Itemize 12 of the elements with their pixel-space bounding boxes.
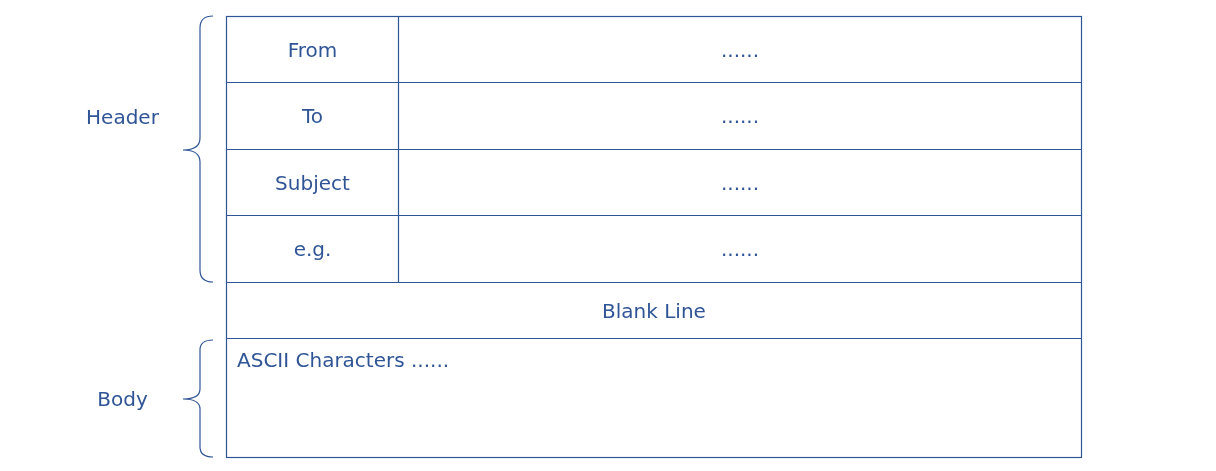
field-value: ......	[720, 104, 760, 128]
field-name: From	[287, 37, 338, 62]
section-label: Body	[97, 387, 148, 411]
blank-line-label: Blank Line	[602, 298, 706, 323]
field-value: ......	[720, 237, 760, 261]
body-text: ASCII Characters ......	[237, 348, 450, 372]
field-value: ......	[720, 37, 760, 62]
section-label: Header	[86, 105, 159, 129]
field-value: ......	[720, 170, 760, 195]
field-name: e.g.	[293, 237, 332, 261]
field-name: To	[301, 104, 324, 128]
field-name: Subject	[275, 170, 350, 195]
